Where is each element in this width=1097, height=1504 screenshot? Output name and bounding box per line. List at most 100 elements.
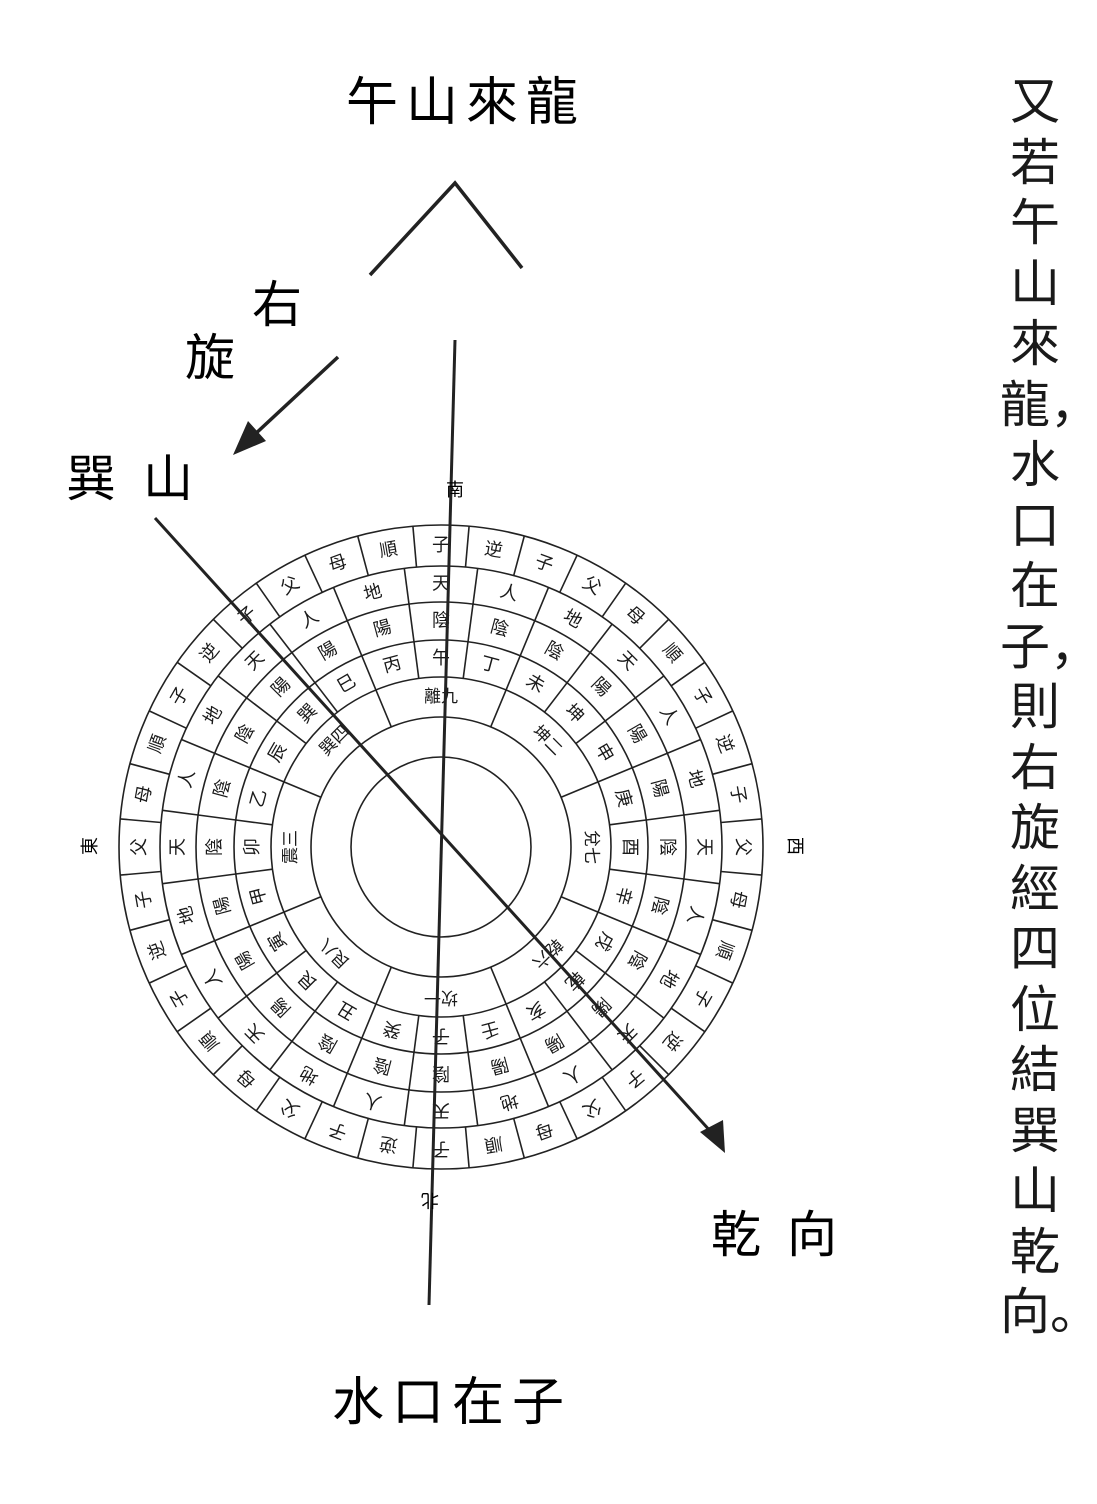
- mountain-label: 辰: [264, 740, 291, 766]
- yinyang-label: 陽: [541, 1029, 567, 1056]
- trigram-divider: [560, 895, 599, 913]
- mountain-label: 戌: [591, 928, 618, 954]
- vertical-caption: 又若午山來龍，水口在子，則右旋經四位結巽山乾向。: [1000, 73, 1097, 1341]
- mountain-label: 申: [591, 740, 618, 766]
- tiandiren-divider: [683, 878, 720, 885]
- tiandiren-label: 天: [613, 647, 641, 675]
- outer-divider: [412, 1126, 418, 1168]
- ring-circle-1: [310, 716, 572, 978]
- outer-divider: [176, 1007, 212, 1033]
- yinyang-divider: [408, 603, 415, 642]
- outer-label: 子: [166, 683, 193, 709]
- mountain-label: 壬: [478, 1017, 501, 1042]
- tiandiren-label: 天: [241, 647, 269, 675]
- outer-divider: [148, 710, 187, 729]
- outer-label: 逆: [711, 732, 737, 756]
- outer-label: 母: [234, 1064, 261, 1092]
- outer-label: 父: [277, 1095, 303, 1122]
- yinyang-divider: [346, 1037, 363, 1074]
- ring-circle-2: [270, 676, 612, 1018]
- outer-divider: [255, 582, 281, 618]
- label-top-dragon: 午山來龍: [346, 73, 586, 133]
- tiandiren-divider: [332, 1073, 348, 1107]
- yinyang-label: 陰: [232, 721, 259, 747]
- outer-label: 父: [129, 838, 150, 856]
- mountain-label: 酉: [619, 838, 640, 856]
- mountain-divider: [462, 641, 469, 679]
- yinyang-divider: [519, 1037, 536, 1074]
- mountain-divider: [413, 1015, 420, 1053]
- yinyang-label: 陰: [623, 947, 650, 973]
- outer-divider: [720, 870, 762, 876]
- tiandiren-divider: [589, 1040, 613, 1071]
- mountain-label: 坤: [561, 700, 589, 728]
- outer-divider: [148, 965, 187, 984]
- tiandiren-divider: [181, 940, 215, 956]
- mountain-label: 丙: [381, 652, 404, 677]
- tiandiren-label: 地: [655, 965, 682, 991]
- outer-divider: [120, 818, 162, 824]
- turn-arrow-shaft: [250, 355, 340, 439]
- outer-label: 逆: [196, 640, 224, 667]
- meridian-line: [427, 339, 457, 1306]
- outer-label: 父: [277, 572, 303, 599]
- yinyang-divider: [346, 620, 363, 657]
- tiandiren-label: 人: [683, 904, 708, 927]
- ring-circle-5: [159, 565, 723, 1129]
- mountain-divider: [597, 911, 633, 927]
- qian-arrow-head: [700, 1120, 725, 1153]
- outer-label: 順: [483, 1132, 504, 1156]
- outer-label: 子: [326, 1117, 350, 1143]
- outer-divider: [670, 661, 706, 687]
- trigram-divider: [489, 689, 507, 728]
- tiandiren-divider: [667, 940, 701, 956]
- outer-label: 逆: [378, 1132, 399, 1156]
- trigram-divider: [489, 966, 507, 1005]
- tiandiren-divider: [534, 1073, 550, 1107]
- outer-divider: [464, 1126, 470, 1168]
- yinyang-label: 陽: [232, 947, 259, 973]
- yinyang-divider: [604, 972, 636, 997]
- trigram-divider: [283, 895, 322, 913]
- mountain-label: 未: [522, 670, 548, 697]
- outer-divider: [120, 870, 162, 876]
- ring-circle-3: [233, 639, 649, 1055]
- yinyang-divider: [519, 620, 536, 657]
- tiandiren-label: 人: [559, 1061, 585, 1088]
- mountain-divider: [462, 1015, 469, 1053]
- yinyang-label: 陽: [587, 993, 615, 1021]
- tiandiren-divider: [162, 809, 199, 816]
- dir-north: 北: [421, 1189, 439, 1210]
- trigram-label: 坤二: [528, 722, 566, 760]
- outer-divider: [304, 554, 323, 593]
- tiandiren-label: 地: [498, 1089, 521, 1114]
- tiandiren-divider: [332, 587, 348, 621]
- mountain-label: 艮: [294, 967, 322, 995]
- outer-label: 子: [432, 535, 450, 556]
- tiandiren-divider: [634, 675, 665, 699]
- yinyang-label: 陰: [432, 611, 450, 632]
- mountain-divider: [276, 720, 307, 745]
- yinyang-divider: [646, 873, 685, 880]
- outer-label: 母: [132, 784, 156, 805]
- label-mountain: 山: [143, 450, 193, 508]
- outer-label: 子: [132, 889, 156, 910]
- trigram-label: 震三: [281, 830, 301, 864]
- outer-label: 子: [234, 602, 261, 630]
- tiandiren-divider: [217, 675, 248, 699]
- outer-divider: [129, 918, 170, 932]
- yinyang-label: 陽: [267, 993, 295, 1021]
- mountain-divider: [597, 767, 633, 783]
- dir-west: 西: [784, 837, 805, 855]
- yinyang-label: 陰: [647, 894, 672, 917]
- outer-divider: [512, 535, 526, 576]
- yinyang-label: 陰: [315, 1029, 341, 1056]
- tiandiren-divider: [472, 568, 479, 605]
- label-turn: 旋: [185, 329, 235, 387]
- tiandiren-divider: [472, 1089, 479, 1126]
- yinyang-label: 陽: [315, 638, 341, 665]
- outer-divider: [512, 1118, 526, 1159]
- yinyang-label: 陽: [210, 894, 235, 917]
- mountain-divider: [249, 911, 285, 927]
- yinyang-label: 陰: [210, 777, 235, 800]
